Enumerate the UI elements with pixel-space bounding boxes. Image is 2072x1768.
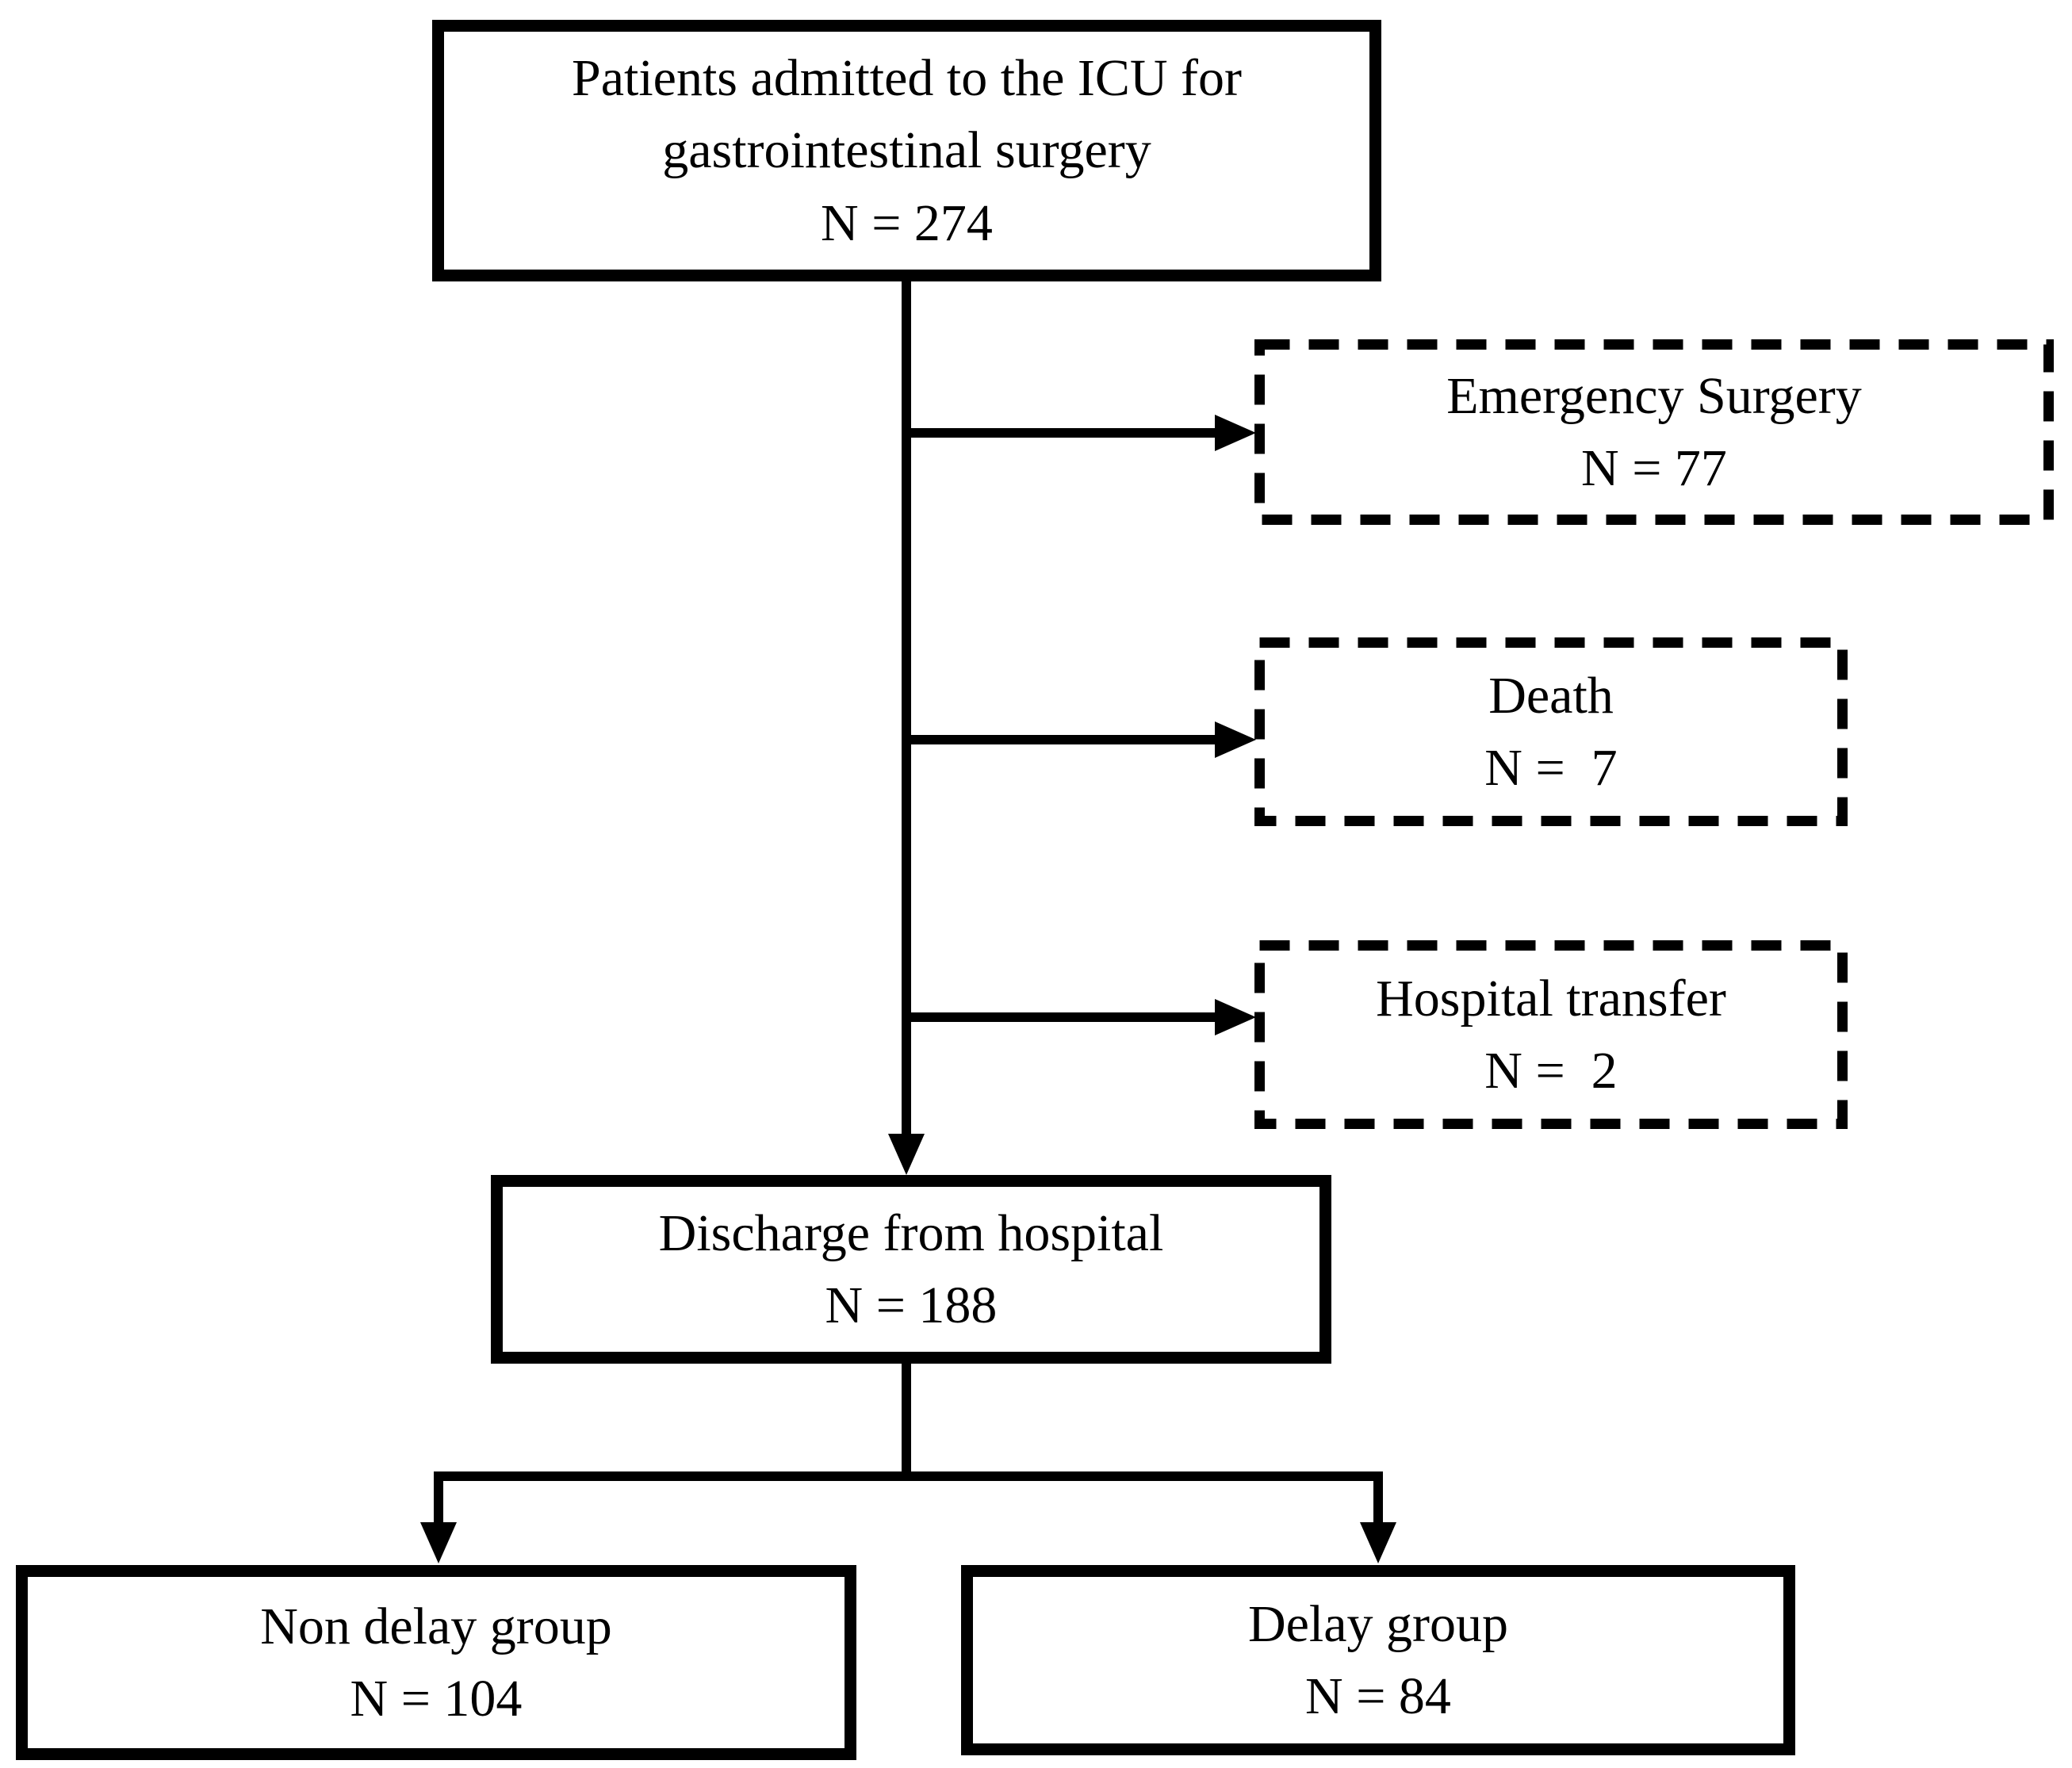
node-non-delay-group-count: N = 104 [350,1670,523,1728]
node-discharge-label: Discharge from hospital [658,1204,1164,1262]
node-death: Death N = 7 [1254,637,1848,826]
edge-admitted-emergency-arrowhead [1215,415,1256,451]
node-hospital-transfer-count: N = 2 [1484,1042,1618,1100]
node-patients-admitted-label: Patients admitted to the ICU for gastroi… [571,49,1242,180]
node-discharge-outline [491,1175,1331,1364]
edge-admitted-transfer-arrowhead [1215,999,1256,1035]
node-death-label: Death [1488,666,1614,725]
node-patients-admitted-count: N = 274 [821,193,993,252]
node-emergency-surgery-count: N = 77 [1581,439,1727,497]
node-hospital-transfer: Hospital transfer N = 2 [1254,940,1848,1129]
edge-admitted-death-arrowhead [1215,721,1256,758]
node-non-delay-group-label: Non delay group [260,1597,612,1655]
edge-discharge-delay-arrowhead [1360,1522,1396,1563]
node-emergency-surgery: Emergency Surgery N = 77 [1254,339,2054,525]
node-non-delay-outline [16,1565,856,1760]
node-death-outline [1254,637,1848,826]
node-admitted-outline [432,20,1381,281]
node-discharge: Discharge from hospital N = 188 [491,1175,1331,1364]
node-hospital-transfer-label: Hospital transfer [1376,969,1726,1028]
node-transfer-outline [1254,940,1848,1129]
node-discharge-count: N = 188 [825,1276,998,1334]
node-delay-group-label: Delay group [1247,1594,1509,1653]
node-emergency-outline [1254,339,2054,525]
node-non-delay-group: Non delay group N = 104 [16,1565,856,1760]
node-delay-group: Delay group N = 84 [961,1565,1795,1755]
node-patients-admitted: Patients admitted to the ICU for gastroi… [432,20,1381,281]
node-emergency-surgery-label: Emergency Surgery [1446,366,1862,425]
node-death-count: N = 7 [1484,739,1618,797]
node-delay-group-count: N = 84 [1305,1667,1451,1725]
node-delay-outline [961,1565,1795,1755]
edge-discharge-non-delay-arrowhead [420,1522,457,1563]
edge-admitted-discharge-arrowhead [888,1134,925,1175]
